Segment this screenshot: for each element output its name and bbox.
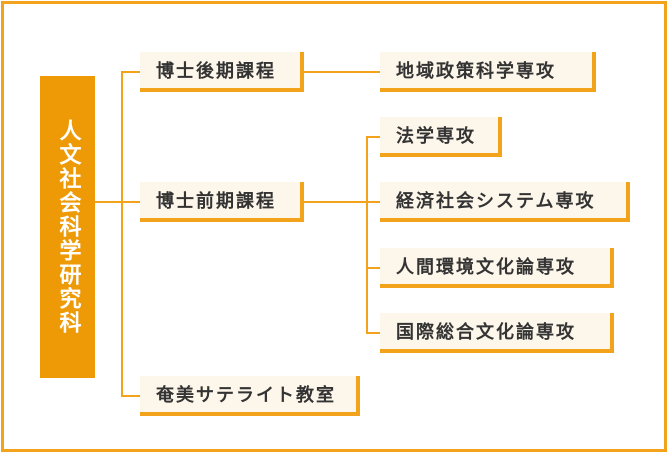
connector-doctoral-major xyxy=(300,71,380,73)
branch-masters xyxy=(121,201,140,203)
masters-trunk xyxy=(366,136,368,334)
masters-branch-1 xyxy=(366,136,380,138)
major-human-environmental-culture: 人間環境文化論専攻 xyxy=(380,248,614,288)
major-regional-policy: 地域政策科学専攻 xyxy=(380,52,596,92)
major-economic-social-systems: 経済社会システム専攻 xyxy=(380,182,630,222)
masters-branch-4 xyxy=(366,332,380,334)
root-connector xyxy=(95,201,123,203)
branch-satellite xyxy=(121,395,140,397)
main-trunk xyxy=(121,71,123,397)
masters-branch-3 xyxy=(366,267,380,269)
major-international-culture: 国際総合文化論専攻 xyxy=(380,313,614,353)
masters-branch-2 xyxy=(366,201,380,203)
program-doctoral: 博士後期課程 xyxy=(140,52,304,92)
program-masters: 博士前期課程 xyxy=(140,182,304,222)
major-law: 法学専攻 xyxy=(380,117,502,157)
program-satellite: 奄美サテライト教室 xyxy=(140,376,360,416)
connector-masters-out xyxy=(300,201,368,203)
graduate-school-title: 人文社会科学研究科 xyxy=(40,76,95,378)
branch-doctoral xyxy=(121,71,140,73)
